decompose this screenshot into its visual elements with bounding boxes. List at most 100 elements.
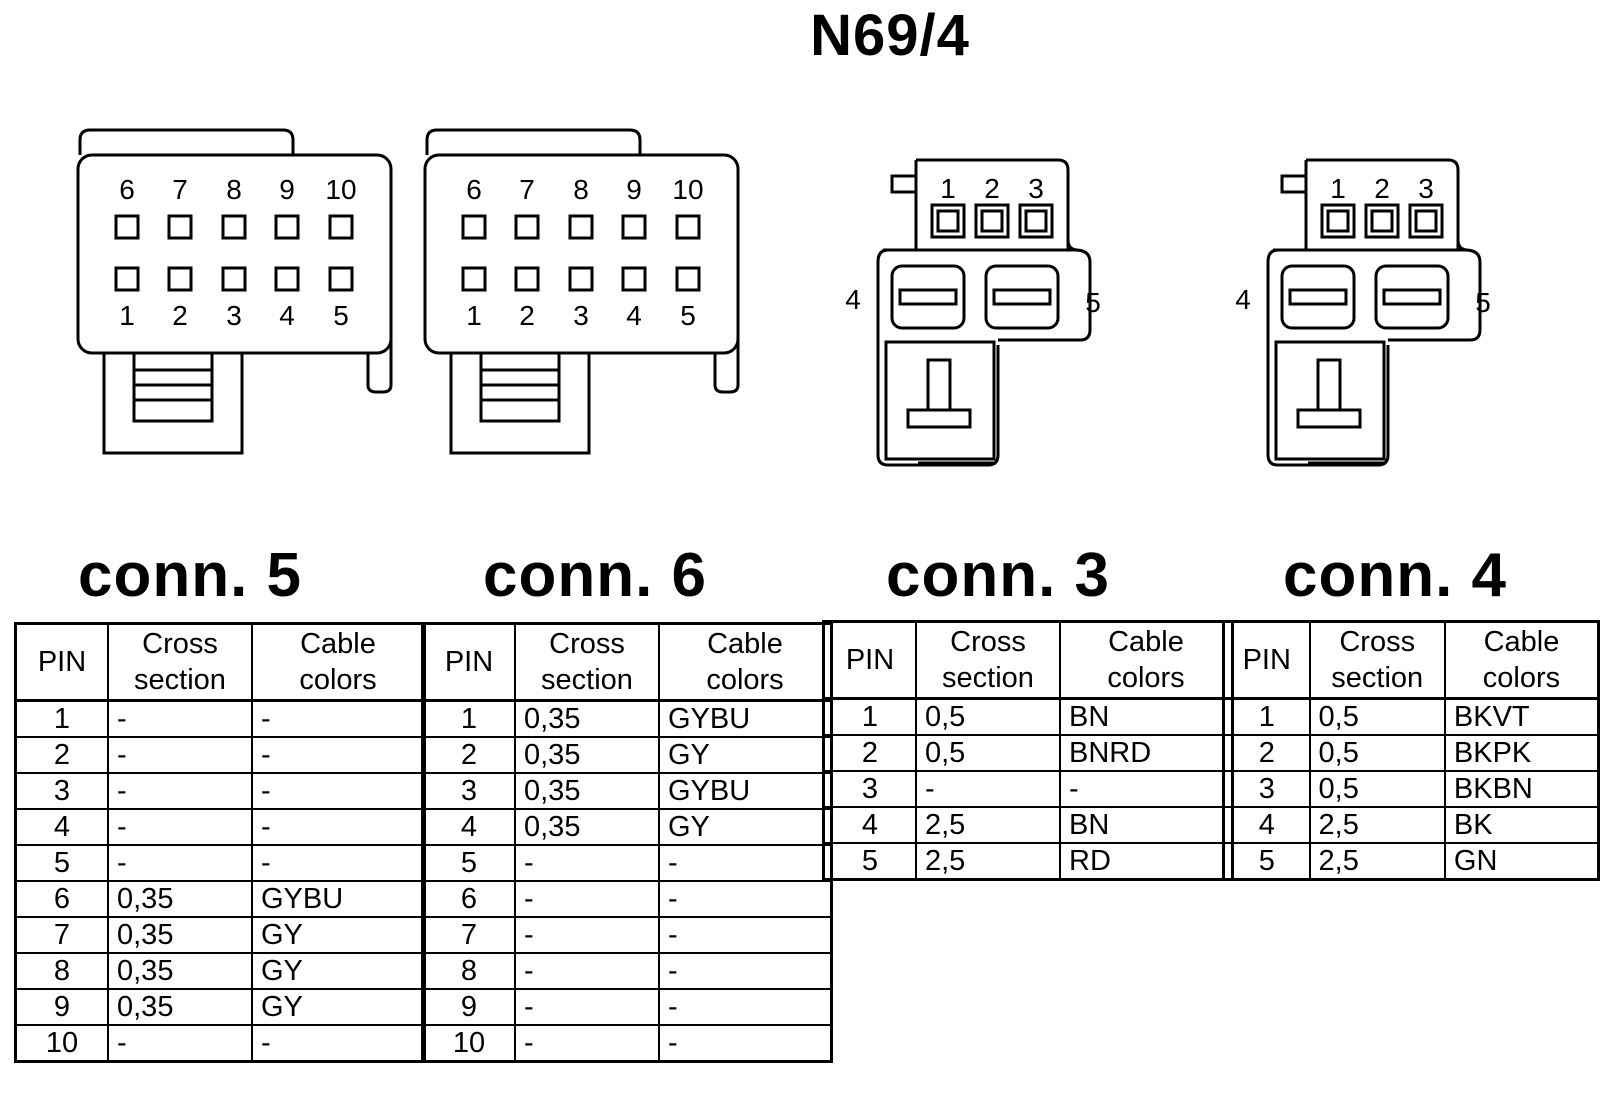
cross-section-cell: 0,5 — [915, 697, 1061, 736]
pin-number-label: 9 — [626, 174, 642, 205]
cross-section-cell: - — [514, 1024, 660, 1063]
pin-cell: 2 — [1222, 734, 1311, 772]
connector-housing — [423, 153, 740, 355]
cross-section-cell: 0,35 — [514, 736, 660, 774]
cross-section-cell: 0,35 — [514, 772, 660, 810]
pin-cell: 7 — [14, 916, 109, 954]
table-row: 10-- — [421, 1024, 833, 1063]
connector-outline-right — [1388, 240, 1482, 342]
table-row: 10-- — [14, 1024, 426, 1063]
pin-cell: 8 — [421, 952, 516, 990]
pin-socket — [221, 266, 247, 292]
pin-header: PIN — [822, 620, 917, 700]
cross-section-header: Cross section — [107, 622, 253, 702]
power-socket-5-slot — [992, 288, 1052, 306]
pin-cell: 4 — [14, 808, 109, 846]
power-socket-4-slot — [1288, 288, 1348, 306]
table-row: 5-- — [14, 844, 426, 882]
power-socket-4 — [890, 264, 966, 330]
cross-section-cell: 2,5 — [915, 806, 1061, 844]
table-row: 6-- — [421, 880, 833, 918]
pin-socket-inner — [980, 209, 1004, 233]
power-socket-4 — [1280, 264, 1356, 330]
pin-cell: 3 — [822, 770, 917, 808]
pin-number-label: 9 — [279, 174, 295, 205]
pin-cell: 7 — [421, 916, 516, 954]
pin-cell: 5 — [14, 844, 109, 882]
cross-section-cell: - — [107, 1024, 253, 1063]
pin-cell: 3 — [1222, 770, 1311, 808]
pin-socket — [1364, 203, 1400, 239]
cable-color-cell: - — [251, 844, 426, 882]
connector-housing — [76, 153, 393, 355]
cable-color-cell: - — [1059, 770, 1234, 808]
connector-side-tab — [713, 340, 740, 394]
cable-color-cell: - — [251, 772, 426, 810]
pin-number-label: 8 — [573, 174, 589, 205]
cable-color-cell: - — [251, 736, 426, 774]
pin-number-label: 5 — [1085, 287, 1101, 318]
pin-socket — [514, 266, 540, 292]
cross-section-cell: - — [514, 844, 660, 882]
pin-cell: 1 — [822, 697, 917, 736]
pin-cell: 2 — [421, 736, 516, 774]
pin-socket — [514, 214, 540, 240]
pin-socket — [221, 214, 247, 240]
table-row: 9-- — [421, 988, 833, 1026]
cable-color-cell: BKBN — [1443, 770, 1600, 808]
pin-socket — [974, 203, 1010, 239]
pin-number-label: 4 — [279, 300, 295, 331]
latch-bar — [906, 408, 972, 429]
cable-color-cell: - — [658, 880, 833, 918]
cable-color-cell: BN — [1059, 806, 1234, 844]
pin-cell: 9 — [421, 988, 516, 1026]
cable-color-cell: BK — [1443, 806, 1600, 844]
pin-number-label: 5 — [1475, 287, 1491, 318]
pin-number-label: 8 — [226, 174, 242, 205]
pin-number-label: 2 — [984, 173, 1000, 204]
conn-4-label: conn. 4 — [1282, 541, 1508, 610]
pin-number-label: 4 — [1235, 284, 1251, 315]
pin-cell: 8 — [14, 952, 109, 990]
pin-number-label: 7 — [172, 174, 188, 205]
pin-cell: 1 — [1222, 697, 1311, 736]
pin-socket — [675, 214, 701, 240]
cross-section-cell: - — [514, 880, 660, 918]
cable-color-cell: GY — [251, 988, 426, 1026]
cable-colors-header: Cable colors — [1059, 620, 1234, 700]
cable-color-cell: BKVT — [1443, 697, 1600, 736]
table-row: 3-- — [14, 772, 426, 810]
cable-color-cell: GY — [658, 736, 833, 774]
pin-socket — [461, 214, 487, 240]
table-row: 1-- — [14, 699, 426, 738]
connector-outline-right — [998, 240, 1092, 342]
pin-number-label: 6 — [466, 174, 482, 205]
latch-slot — [132, 351, 214, 423]
cross-section-cell: 2,5 — [915, 842, 1061, 881]
pin-cell: 2 — [822, 734, 917, 772]
pin-socket — [1018, 203, 1054, 239]
pin-number-label: 1 — [940, 173, 956, 204]
cable-color-cell: BKPK — [1443, 734, 1600, 772]
table-row: 8-- — [421, 952, 833, 990]
pin-socket-inner — [1414, 209, 1438, 233]
pin-cell: 3 — [14, 772, 109, 810]
table-row: 5-- — [421, 844, 833, 882]
connector-key — [1280, 174, 1308, 194]
pin-socket — [568, 266, 594, 292]
pin-number-label: 4 — [626, 300, 642, 331]
pin-cell: 9 — [14, 988, 109, 1026]
pin-socket — [167, 266, 193, 292]
latch-stem — [926, 358, 952, 412]
pin-socket — [114, 266, 140, 292]
pin-cell: 6 — [14, 880, 109, 918]
latch-frame — [884, 340, 996, 461]
